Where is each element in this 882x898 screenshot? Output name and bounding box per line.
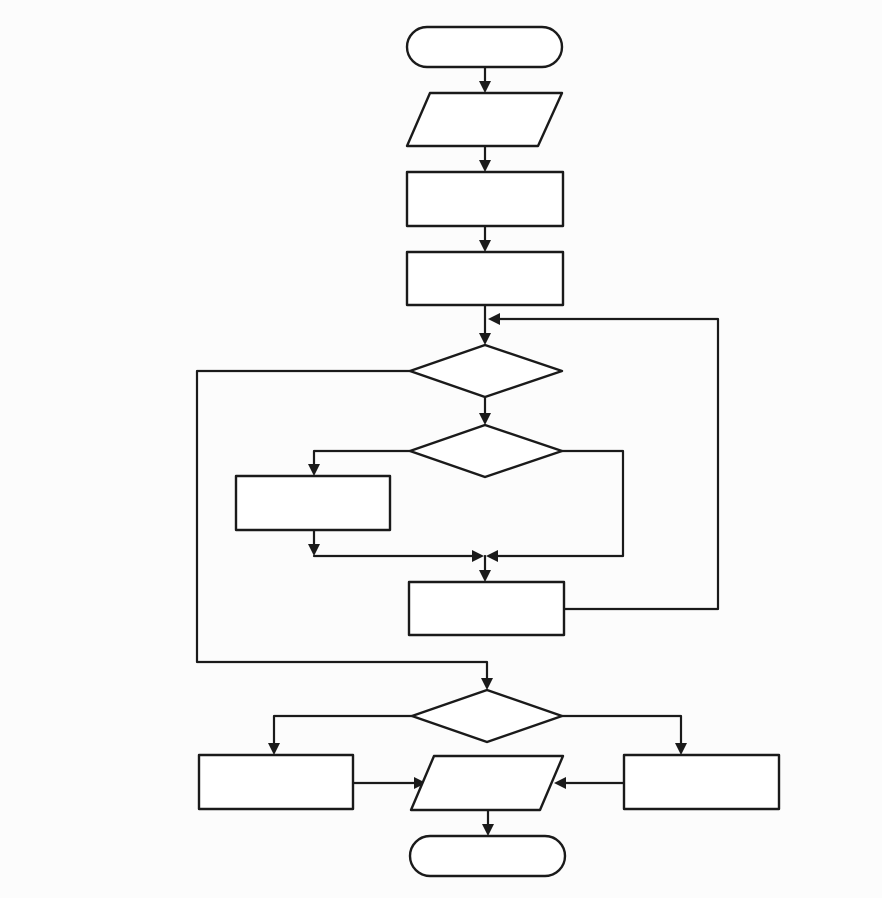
connector-right-result-output	[554, 777, 626, 789]
nodes	[197, 25, 781, 878]
process-2-box	[405, 250, 565, 307]
connector-input-process-1	[479, 144, 491, 172]
connector-start-input	[479, 65, 491, 93]
connector-branch-process-merge	[308, 528, 484, 562]
start-terminal	[405, 25, 564, 69]
connector-process-1-process-2	[479, 224, 491, 252]
connector-final-left-result	[268, 714, 414, 755]
loop-update-box	[407, 580, 566, 637]
connector-merge-loop-update	[479, 554, 491, 582]
process-1-box	[405, 170, 565, 228]
connector-final-right-result	[560, 714, 687, 755]
connector-loop-exit-final-condition	[195, 369, 493, 690]
right-result-box	[622, 753, 781, 811]
branch-process-box	[234, 474, 392, 532]
connector-output-end	[482, 808, 494, 836]
output-parallelogram	[409, 754, 565, 812]
branch-condition-diamond	[408, 423, 564, 479]
connector-left-result-output	[351, 777, 426, 789]
loop-condition-diamond	[408, 343, 564, 399]
left-result-box	[197, 753, 355, 811]
final-condition-diamond	[410, 688, 564, 744]
connector-branch-condition-merge	[486, 449, 625, 562]
connector-loop-branch-condition	[479, 395, 491, 425]
connectors	[195, 65, 720, 836]
input-parallelogram	[405, 91, 564, 148]
connector-branch-condition-branch-process	[308, 449, 412, 476]
connector-process-2-loop-condition	[479, 303, 491, 345]
end-terminal	[408, 834, 567, 878]
connector-loop-update-loop-back	[488, 313, 720, 611]
